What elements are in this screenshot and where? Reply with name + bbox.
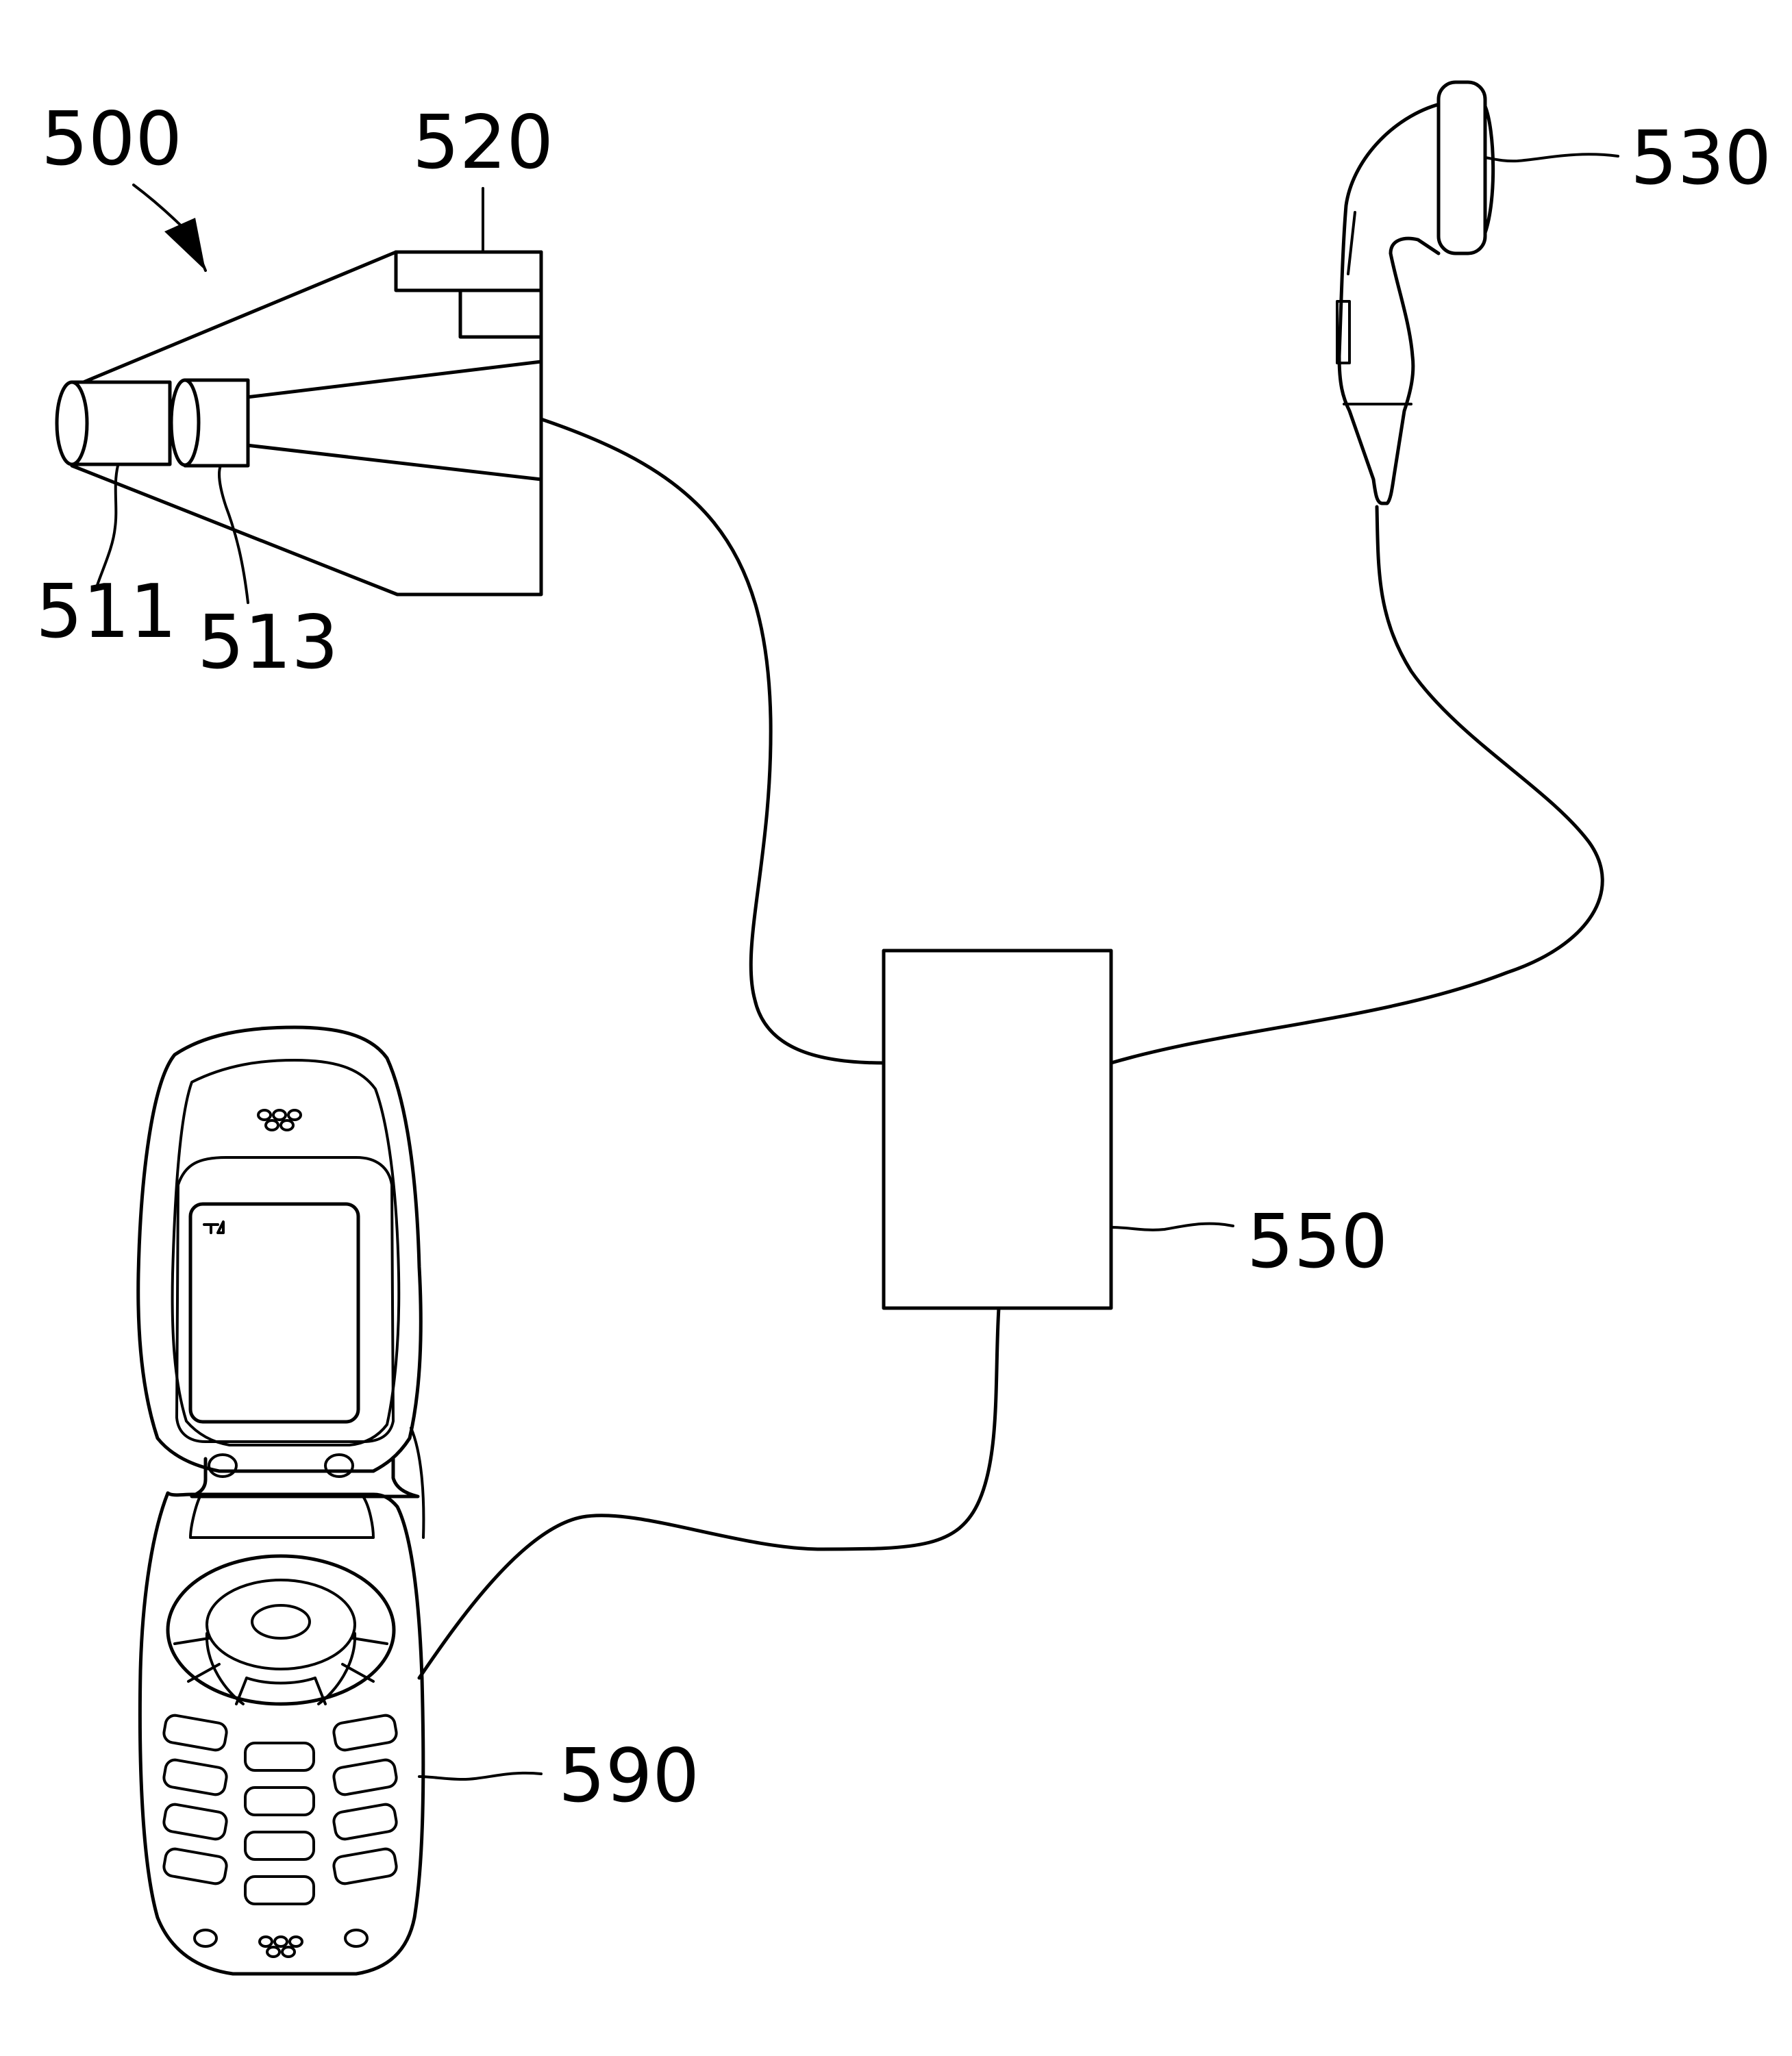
leader-530 <box>1485 154 1618 161</box>
label-530: 530 <box>1630 116 1771 201</box>
label-511: 511 <box>36 569 177 655</box>
earphone <box>1337 82 1493 503</box>
label-590: 590 <box>558 1733 699 1819</box>
lens-511 <box>57 382 170 464</box>
flip-phone <box>138 1027 424 1974</box>
cable-phone <box>419 1308 999 1678</box>
lens-513 <box>171 380 248 466</box>
leader-590 <box>419 1773 541 1779</box>
cable-earphone <box>1111 507 1602 1063</box>
control-box <box>884 951 1111 1308</box>
leader-550 <box>1111 1224 1233 1230</box>
system-arrow <box>134 185 206 271</box>
cable-camera <box>541 419 884 1063</box>
label-520: 520 <box>412 100 553 186</box>
label-500: 500 <box>41 97 182 182</box>
label-513: 513 <box>197 600 338 686</box>
label-550: 550 <box>1247 1199 1388 1285</box>
